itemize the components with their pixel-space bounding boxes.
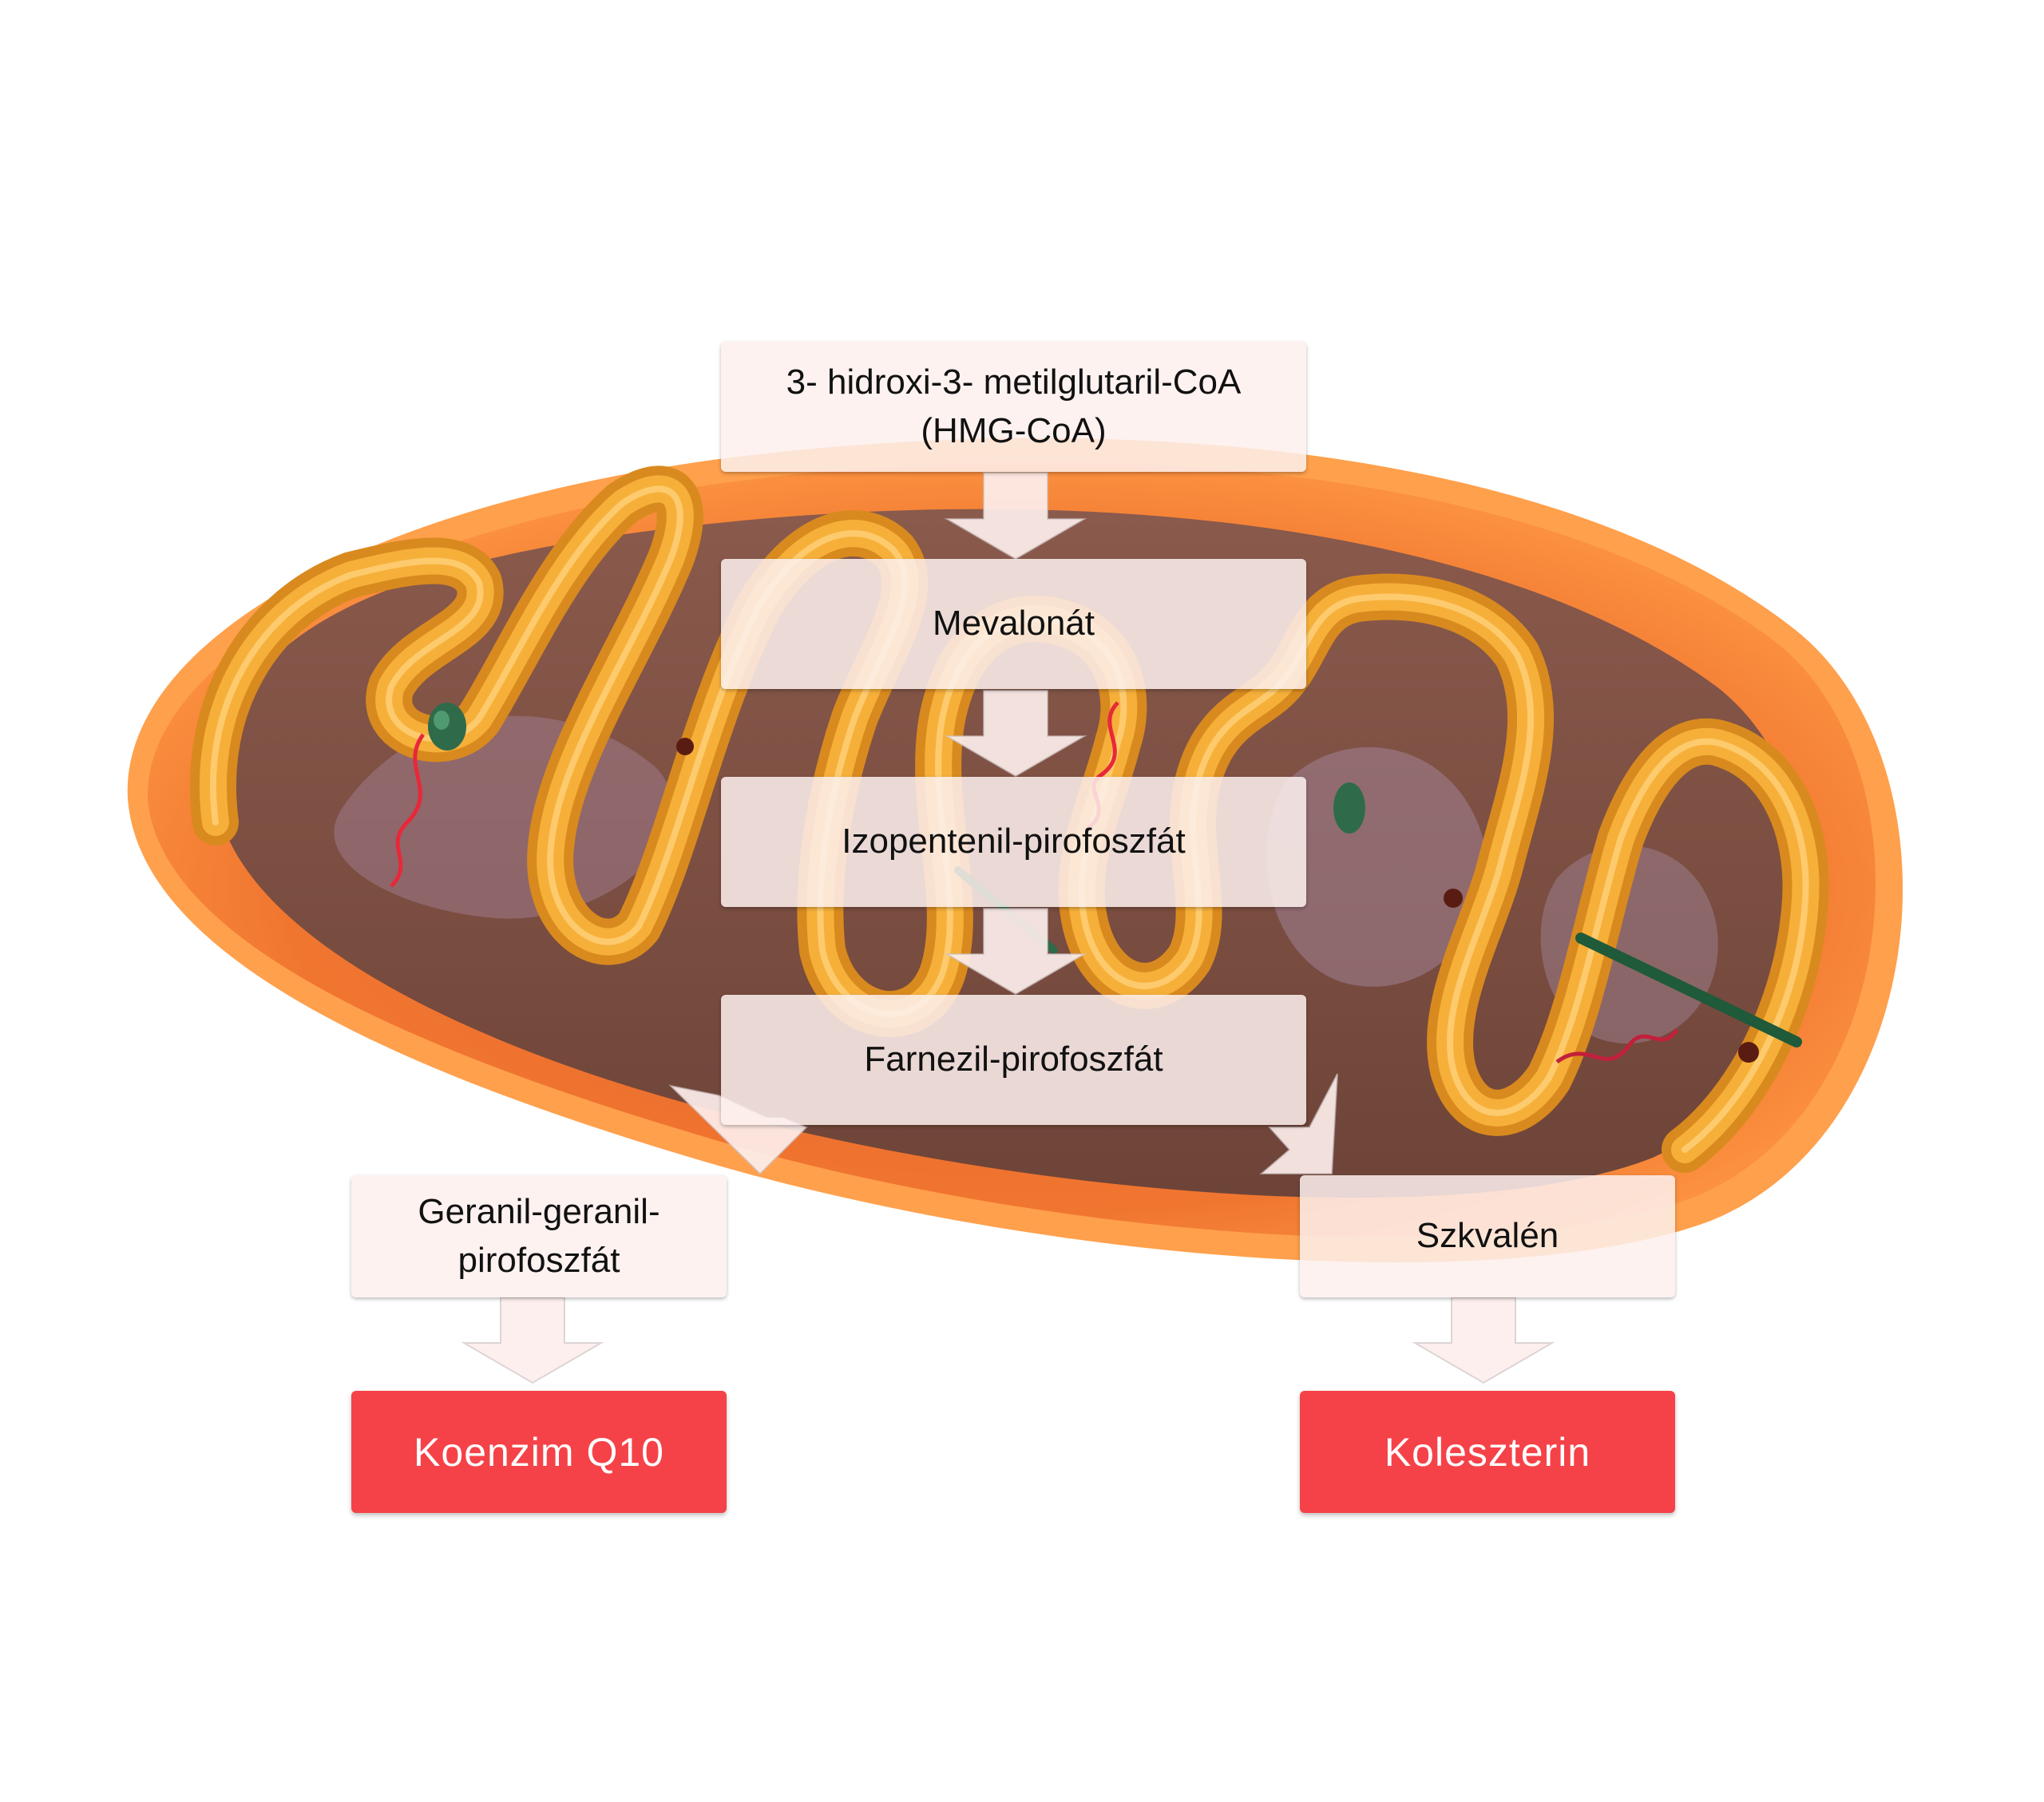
product-box-koleszterin: Koleszterin (1300, 1391, 1675, 1513)
arrow-down-right (1412, 1297, 1555, 1384)
arrow-down-1 (944, 472, 1087, 560)
branch-label-geranil-line1: Geranil-geranil- (418, 1191, 660, 1231)
step-box-izopentenil: Izopentenil-pirofoszfát (721, 777, 1306, 907)
step-box-hmg-coa: 3- hidroxi-3- metilglutaril-CoA (HMG-CoA… (721, 342, 1306, 472)
branch-label-szkvalen: Szkvalén (1416, 1216, 1559, 1256)
branch-box-geranil: Geranil-geranil- pirofoszfát (351, 1175, 727, 1297)
flow-arrows (461, 472, 1555, 1384)
arrow-down-2 (944, 690, 1087, 778)
step-label-hmg-coa-line2: (HMG-CoA) (921, 410, 1107, 450)
product-box-koenzim-q10: Koenzim Q10 (351, 1391, 727, 1513)
branch-label-geranil-line2: pirofoszfát (458, 1240, 620, 1280)
step-label-izopentenil: Izopentenil-pirofoszfát (842, 822, 1186, 861)
product-label-koleszterin: Koleszterin (1384, 1429, 1591, 1475)
cristae (189, 465, 1829, 1173)
arrow-branch-right (1259, 1073, 1338, 1174)
arrow-down-3 (944, 908, 1087, 996)
step-label-hmg-coa-line1: 3- hidroxi-3- metilglutaril-CoA (786, 362, 1242, 402)
step-box-mevalonat: Mevalonát (721, 559, 1306, 689)
arrow-down-left (461, 1297, 604, 1384)
step-box-farnezil: Farnezil-pirofoszfát (721, 995, 1306, 1125)
step-label-farnezil: Farnezil-pirofoszfát (864, 1040, 1163, 1079)
product-label-koenzim-q10: Koenzim Q10 (414, 1429, 664, 1475)
branch-box-szkvalen: Szkvalén (1300, 1175, 1675, 1297)
step-label-mevalonat: Mevalonát (932, 604, 1095, 644)
